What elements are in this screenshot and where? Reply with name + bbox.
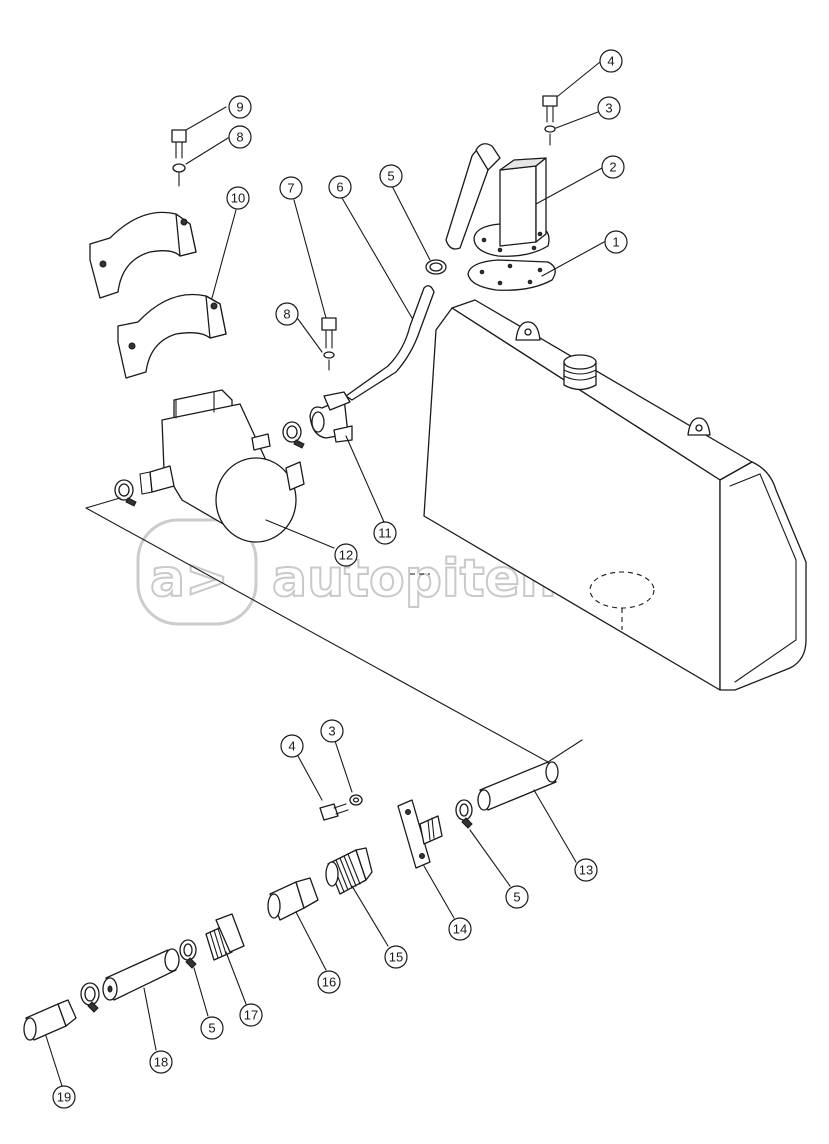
bracket-upper bbox=[89, 211, 197, 299]
callout-label: 9 bbox=[236, 100, 243, 115]
callout-label: 1 bbox=[612, 235, 619, 250]
fitting-15 bbox=[325, 847, 373, 895]
watermark-logo-frame bbox=[136, 518, 258, 626]
callout-label: 11 bbox=[378, 526, 392, 541]
callout-3-top: 3 bbox=[597, 96, 621, 120]
gasket bbox=[467, 259, 556, 291]
watermark-logo-mark: a> bbox=[150, 549, 229, 609]
callout-19: 19 bbox=[52, 1085, 76, 1109]
bolt-top bbox=[542, 95, 558, 146]
callout-label: 4 bbox=[607, 54, 614, 69]
callout-18: 18 bbox=[149, 1050, 173, 1074]
callout-14: 14 bbox=[448, 917, 472, 941]
callout-5-right: 5 bbox=[505, 885, 529, 909]
callout-9: 9 bbox=[228, 95, 252, 119]
callout-label: 3 bbox=[328, 724, 335, 739]
tank-filler-neck bbox=[563, 354, 597, 391]
callout-17: 17 bbox=[239, 1003, 263, 1027]
callout-label: 2 bbox=[609, 160, 616, 175]
callout-5-top: 5 bbox=[379, 164, 403, 188]
bolt-9 bbox=[171, 129, 187, 187]
callout-label: 19 bbox=[57, 1090, 71, 1105]
callout-label: 5 bbox=[387, 169, 394, 184]
callout-8-top: 8 bbox=[228, 125, 252, 149]
callout-6: 6 bbox=[328, 175, 352, 199]
hose-clamp-13 bbox=[455, 799, 473, 829]
callout-1: 1 bbox=[604, 230, 628, 254]
callout-2: 2 bbox=[601, 155, 625, 179]
callout-label: 18 bbox=[154, 1055, 168, 1070]
hose-13 bbox=[477, 761, 559, 811]
filler-assembly bbox=[445, 143, 550, 257]
hose-clamp-18 bbox=[80, 982, 100, 1013]
callout-label: 12 bbox=[339, 548, 353, 563]
callout-label: 17 bbox=[244, 1008, 258, 1023]
callout-10: 10 bbox=[226, 186, 250, 210]
callout-label: 6 bbox=[336, 180, 343, 195]
callout-label: 4 bbox=[288, 739, 295, 754]
callout-label: 3 bbox=[605, 101, 612, 116]
pipe-clamp-11 bbox=[309, 391, 353, 443]
hose-18 bbox=[102, 948, 180, 1001]
callout-13: 13 bbox=[574, 858, 598, 882]
bolt-7 bbox=[321, 317, 337, 371]
bolt-bottom bbox=[319, 794, 363, 821]
fuel-tank bbox=[410, 299, 807, 691]
callout-label: 15 bbox=[389, 950, 403, 965]
callout-label: 16 bbox=[322, 975, 336, 990]
hose-clamp-filter-left bbox=[114, 479, 137, 507]
callout-16: 16 bbox=[317, 970, 341, 994]
hose-clamp-top bbox=[425, 259, 447, 275]
leader-lines bbox=[45, 61, 605, 1087]
callout-label: 7 bbox=[287, 181, 294, 196]
callout-label: 13 bbox=[579, 863, 593, 878]
hose-clamp-17 bbox=[179, 939, 197, 969]
hose-clamp-filter-top bbox=[282, 421, 305, 449]
fuel-filter bbox=[139, 389, 305, 543]
callout-4-bottom: 4 bbox=[280, 734, 304, 758]
callout-3-bottom: 3 bbox=[320, 719, 344, 743]
callout-label: 14 bbox=[453, 922, 467, 937]
callout-12: 12 bbox=[334, 543, 358, 567]
callout-label: 5 bbox=[208, 1021, 215, 1036]
callout-label: 8 bbox=[283, 307, 290, 322]
mounting-flange bbox=[397, 799, 443, 869]
callout-4-top: 4 bbox=[599, 49, 623, 73]
bracket-lower bbox=[117, 293, 227, 379]
connector-17 bbox=[205, 913, 245, 961]
fitting-16 bbox=[267, 877, 319, 921]
callout-label: 5 bbox=[513, 890, 520, 905]
callout-15: 15 bbox=[384, 945, 408, 969]
callout-11: 11 bbox=[373, 521, 397, 545]
callout-7: 7 bbox=[279, 176, 303, 200]
fuel-line bbox=[345, 285, 435, 401]
callout-8-mid: 8 bbox=[275, 302, 299, 326]
callout-label: 8 bbox=[236, 130, 243, 145]
callout-label: 10 bbox=[231, 191, 245, 206]
cap-19 bbox=[23, 999, 77, 1041]
callout-5-bottom: 5 bbox=[200, 1016, 224, 1040]
